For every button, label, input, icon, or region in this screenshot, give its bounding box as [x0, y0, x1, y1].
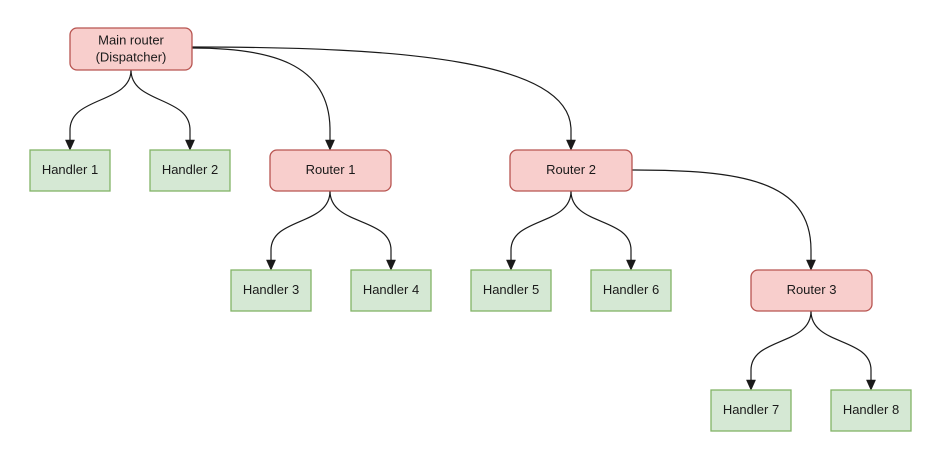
arrow-head-icon	[386, 259, 396, 271]
node-handler-7[interactable]: Handler 7	[710, 389, 792, 432]
edge-line	[191, 47, 331, 144]
node-router-1[interactable]: Router 1	[269, 149, 392, 192]
edge-router-2-to-handler-5	[506, 190, 572, 271]
node-label-handler-4: Handler 4	[363, 282, 419, 297]
edge-line	[631, 169, 812, 264]
edge-router-3-to-handler-7	[746, 310, 812, 391]
node-handler-1[interactable]: Handler 1	[29, 149, 111, 192]
node-label-handler-8: Handler 8	[843, 402, 899, 417]
node-shape-handler[interactable]	[470, 269, 552, 312]
node-router-2[interactable]: Router 2	[509, 149, 633, 192]
edge-line	[510, 190, 572, 264]
node-label-handler-2: Handler 2	[162, 162, 218, 177]
edge-line	[570, 190, 632, 264]
node-label-handler-6: Handler 6	[603, 282, 659, 297]
node-label-handler-1: Handler 1	[42, 162, 98, 177]
edge-layer	[65, 46, 876, 391]
arrow-head-icon	[65, 139, 75, 151]
node-main-router[interactable]: Main router (Dispatcher)	[69, 27, 193, 71]
edge-line	[810, 310, 872, 384]
edge-router-2-to-router-3	[631, 169, 816, 271]
node-handler-3[interactable]: Handler 3	[230, 269, 312, 312]
node-shape-router[interactable]	[269, 149, 392, 192]
arrow-head-icon	[325, 139, 335, 151]
edge-line	[130, 69, 191, 144]
node-shape-handler[interactable]	[149, 149, 231, 192]
edge-main-router-to-router-2	[191, 46, 576, 151]
node-label-handler-7: Handler 7	[723, 402, 779, 417]
node-handler-5[interactable]: Handler 5	[470, 269, 552, 312]
arrow-head-icon	[506, 259, 516, 271]
node-shape-handler[interactable]	[830, 389, 912, 432]
edge-main-router-to-handler-2	[130, 69, 195, 151]
node-layer: Main router (Dispatcher) Handler 1 Handler …	[29, 27, 912, 432]
edge-router-2-to-handler-6	[570, 190, 636, 271]
edge-line	[329, 190, 392, 264]
edge-line	[270, 190, 331, 264]
node-label-main-router: Main router	[98, 32, 164, 47]
edge-line	[191, 46, 572, 144]
node-handler-8[interactable]: Handler 8	[830, 389, 912, 432]
node-shape-handler[interactable]	[230, 269, 312, 312]
node-shape-handler[interactable]	[29, 149, 111, 192]
edge-main-router-to-handler-1	[65, 69, 132, 151]
edge-main-router-to-router-1	[191, 47, 335, 151]
arrow-head-icon	[266, 259, 276, 271]
node-shape-router[interactable]	[750, 269, 873, 312]
edge-router-1-to-handler-4	[329, 190, 396, 271]
edge-router-1-to-handler-3	[266, 190, 331, 271]
node-label-router-1: Router 1	[306, 162, 356, 177]
node-label-handler-3: Handler 3	[243, 282, 299, 297]
arrow-head-icon	[185, 139, 195, 151]
node-label-handler-5: Handler 5	[483, 282, 539, 297]
arrow-head-icon	[806, 259, 816, 271]
node-label-router-2: Router 2	[546, 162, 596, 177]
edge-line	[750, 310, 812, 384]
edge-router-3-to-handler-8	[810, 310, 876, 391]
node-label-router-3: Router 3	[787, 282, 837, 297]
node-handler-4[interactable]: Handler 4	[350, 269, 432, 312]
arrow-head-icon	[866, 379, 876, 391]
node-shape-handler[interactable]	[710, 389, 792, 432]
node-handler-6[interactable]: Handler 6	[590, 269, 672, 312]
node-shape-router[interactable]	[69, 27, 193, 71]
edge-line	[69, 69, 132, 144]
arrow-head-icon	[566, 139, 576, 151]
node-shape-handler[interactable]	[590, 269, 672, 312]
node-sublabel-main-router: (Dispatcher)	[96, 49, 167, 64]
arrow-head-icon	[746, 379, 756, 391]
node-router-3[interactable]: Router 3	[750, 269, 873, 312]
node-shape-handler[interactable]	[350, 269, 432, 312]
arrow-head-icon	[626, 259, 636, 271]
node-handler-2[interactable]: Handler 2	[149, 149, 231, 192]
node-shape-router[interactable]	[509, 149, 633, 192]
